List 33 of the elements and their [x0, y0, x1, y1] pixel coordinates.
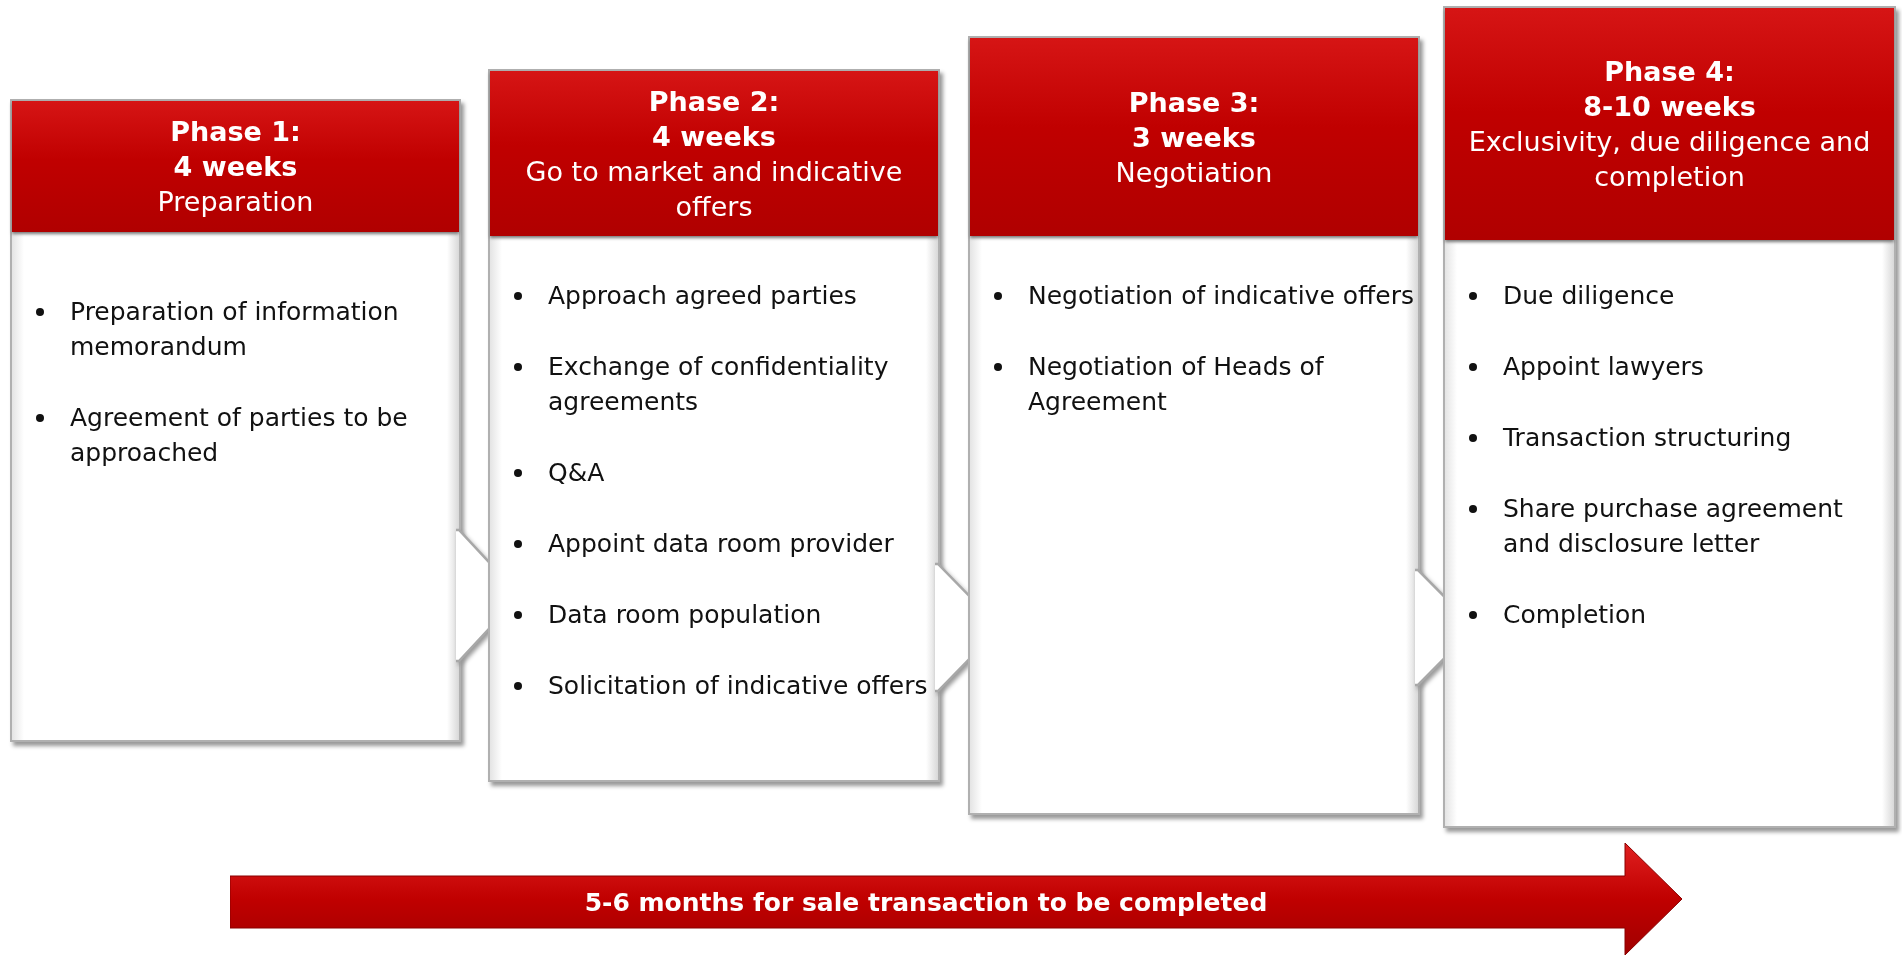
bullet-text: Completion: [1503, 600, 1647, 629]
phase-title: Phase 1:: [169, 115, 302, 149]
bullet-text: Solicitation of indicative offers: [548, 671, 928, 700]
bullet-text: Exchange of confidentiality agreements: [548, 352, 889, 416]
phase-card: [1443, 6, 1896, 828]
bullet-text: Approach agreed parties: [548, 281, 857, 310]
phase-subtitle: Preparation: [156, 185, 315, 219]
phase-card: [10, 99, 461, 742]
phase-title: Phase 4:: [1603, 55, 1736, 89]
phase-title: 8-10 weeks: [1582, 90, 1757, 124]
bullet-text: Preparation of information memorandum: [70, 297, 399, 361]
phase-card: [968, 36, 1420, 815]
phase-title: 4 weeks: [651, 119, 777, 154]
phase-title: 4 weeks: [172, 150, 299, 184]
phase-card: [488, 69, 940, 782]
phase-title: Phase 2:: [647, 84, 781, 119]
bullet-text: Transaction structuring: [1503, 423, 1792, 452]
phase-title: 3 weeks: [1131, 120, 1257, 155]
bullet-text: Data room population: [548, 600, 822, 629]
bullet-text: Share purchase agreement and disclosure letter: [1503, 494, 1843, 558]
phase-subtitle: Negotiation: [1114, 155, 1274, 190]
timeline-label: 5-6 months for sale transaction to be completed: [584, 887, 1268, 917]
bullet-text: Appoint lawyers: [1503, 352, 1704, 381]
bullet-text: Appoint data room provider: [548, 529, 894, 558]
bullet-text: Negotiation of indicative offers: [1028, 281, 1414, 310]
timeline-arrow: [230, 843, 1682, 955]
bullet-text: Negotiation of Heads of Agreement: [1028, 352, 1324, 416]
bullet-text: Q&A: [548, 458, 605, 487]
phase-subtitle: Exclusivity, due diligence and completion: [1467, 125, 1872, 194]
phase-subtitle: Go to market and indicative offers: [524, 154, 904, 224]
phase-title: Phase 3:: [1127, 85, 1261, 120]
bullet-text: Agreement of parties to be approached: [70, 403, 408, 467]
bullet-text: Due diligence: [1503, 281, 1675, 310]
